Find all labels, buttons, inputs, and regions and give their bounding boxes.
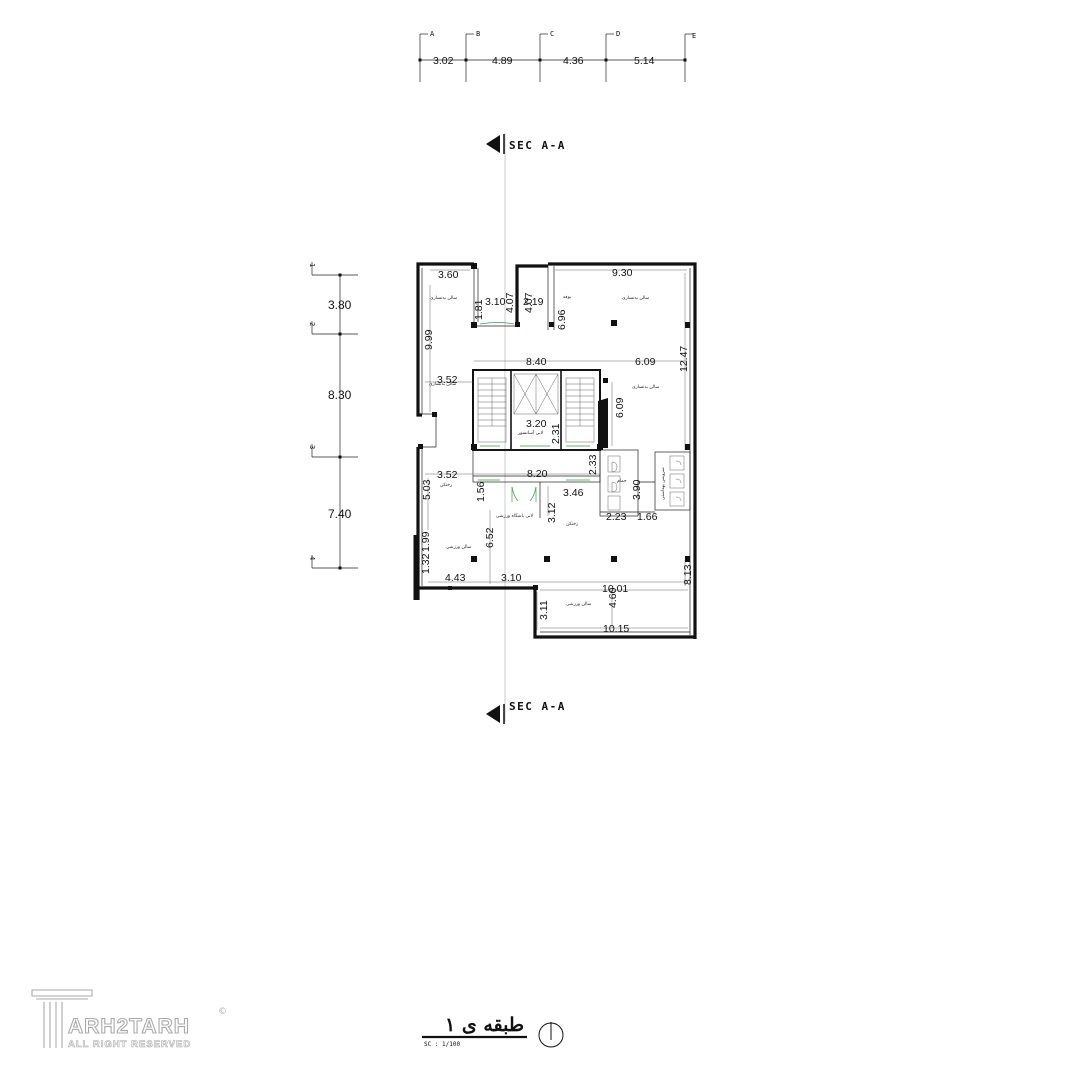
room-label-buffet: بوفه [563, 295, 571, 300]
dim-1-32: 1.32 [420, 553, 432, 574]
stair-left [477, 377, 507, 443]
dim-9-99: 9.99 [423, 329, 435, 350]
dim-3-12-a: 3.12 [546, 502, 558, 523]
dim-1-99: 1.99 [420, 531, 432, 552]
structural-columns [418, 263, 690, 590]
logo-wordmark: ARH2TARH [68, 1015, 190, 1038]
room-label-gym-w: سالن بدنسازی [429, 382, 457, 387]
dim-10-15: 10.15 [603, 623, 629, 635]
dim-4-60: 4.60 [607, 587, 619, 608]
dim-5-03: 5.03 [421, 479, 433, 500]
dimension-lines [425, 269, 688, 630]
dim-3-52-a: 3.52 [437, 374, 458, 386]
axis-label-3: 3 [308, 445, 316, 449]
dim-1-56: 1.56 [475, 481, 487, 502]
dim-8-40: 8.40 [526, 356, 547, 368]
axis-dim-de: 5.14 [634, 55, 655, 67]
dim-3-10-bottom: 3.10 [501, 572, 522, 584]
room-label-wc: سرویس بهداشتی [661, 467, 666, 500]
dim-8-13: 8.13 [682, 564, 694, 585]
section-arrow-bottom-icon [486, 705, 500, 723]
dim-2-19: 2.19 [523, 296, 544, 308]
dim-4-43: 4.43 [445, 572, 466, 584]
dim-2-23: 2.23 [606, 511, 627, 523]
axis-label-d: D [616, 30, 620, 38]
dim-1-66: 1.66 [637, 511, 658, 523]
room-label-gym-e: سالن بدنسازی [632, 385, 660, 390]
room-label-locker-w: رختکن [440, 482, 452, 488]
dim-3-20: 3.20 [526, 418, 547, 430]
dim-3-10-top: 3.10 [485, 296, 506, 308]
dim-3-60: 3.60 [438, 269, 459, 281]
room-label-sports-hall-w: سالن ورزشی [446, 545, 472, 550]
dim-3-90: 3.90 [631, 479, 643, 500]
stair-right [565, 377, 595, 443]
elevator-shafts [513, 373, 559, 415]
logo-mark-icon [31, 989, 93, 1048]
room-label-sports-hall-s: سالن ورزشی [566, 602, 592, 607]
dim-3-52-b: 3.52 [437, 469, 458, 481]
section-arrow-top-icon [486, 135, 500, 153]
dim-10-01: 10.01 [602, 583, 628, 595]
logo-tagline: ALL RIGHT RESERVED [68, 1039, 191, 1050]
dim-6-09-b: 6.09 [614, 397, 626, 418]
dim-6-09-a: 6.09 [635, 356, 656, 368]
dim-4-07-b: 4.07 [523, 292, 535, 313]
dim-2-33: 2.33 [587, 454, 599, 475]
title-block: طبقه ی ۱ SC : 1/100 [422, 1014, 564, 1048]
dim-12-47: 12.47 [678, 346, 690, 372]
top-axis-grid: A B C D E 3.02 4.89 4.36 5.14 [418, 30, 696, 82]
dim-6-52: 6.52 [484, 527, 496, 548]
dim-2-31: 2.31 [550, 423, 562, 444]
outer-walls [413, 262, 697, 639]
dim-9-30: 9.30 [612, 267, 633, 279]
watermark-logo: ARH2TARH ALL RIGHT RESERVED © [31, 989, 227, 1050]
axis-label-b: B [476, 30, 480, 38]
room-label-locker-e: رختکن [566, 521, 578, 527]
axis-label-c: C [550, 30, 554, 38]
room-label-gym-nw: سالن بدنسازی [430, 296, 458, 301]
section-label-bottom: SEC A-A [509, 700, 566, 713]
room-labels: سالن بدنسازی بوفه سالن بدنسازی سالن بدنس… [429, 295, 666, 607]
dim-6-96: 6.96 [556, 309, 568, 330]
section-label-top: SEC A-A [509, 139, 566, 152]
axis-dim-cd: 4.36 [563, 55, 584, 67]
dim-3-46: 3.46 [563, 487, 584, 499]
axis-label-a: A [430, 30, 435, 38]
toilet-fixtures [607, 455, 685, 511]
copyright-mark: © [218, 1007, 227, 1017]
room-label-bath: حمام [617, 479, 627, 484]
axis-dim-23: 8.30 [328, 388, 352, 402]
side-axis-grid: 1 2 3 4 3.80 8.30 7.40 [308, 262, 358, 570]
drawing-title: طبقه ی ۱ [445, 1014, 524, 1036]
room-label-club-lobby: لابی باشگاه ورزشی [496, 512, 534, 519]
axis-label-2: 2 [308, 322, 316, 326]
axis-dim-bc: 4.89 [492, 55, 513, 67]
axis-label-e: E [692, 32, 696, 40]
door-swings [478, 322, 590, 502]
dim-8-20: 8.20 [527, 468, 548, 480]
dim-4-07-a: 4.07 [504, 292, 516, 313]
axis-dim-ab: 3.02 [433, 55, 454, 67]
axis-label-4: 4 [308, 556, 316, 560]
section-line: SEC A-A SEC A-A [486, 133, 566, 724]
dim-1-81: 1.81 [473, 299, 485, 320]
axis-dim-12: 3.80 [328, 298, 352, 312]
drawing-scale: SC : 1/100 [424, 1041, 461, 1048]
north-arrow-icon [538, 1022, 564, 1048]
axis-label-1: 1 [308, 263, 316, 267]
dim-3-11: 3.11 [538, 600, 550, 620]
room-label-gym-ne: سالن بدنسازی [622, 296, 650, 301]
plan-dimensions: 3.60 9.30 3.10 4.07 2.19 4.07 1.81 6.96 … [420, 267, 694, 635]
room-label-elevator-lobby: لابی آسانسور [517, 430, 544, 436]
axis-dim-34: 7.40 [328, 507, 352, 521]
